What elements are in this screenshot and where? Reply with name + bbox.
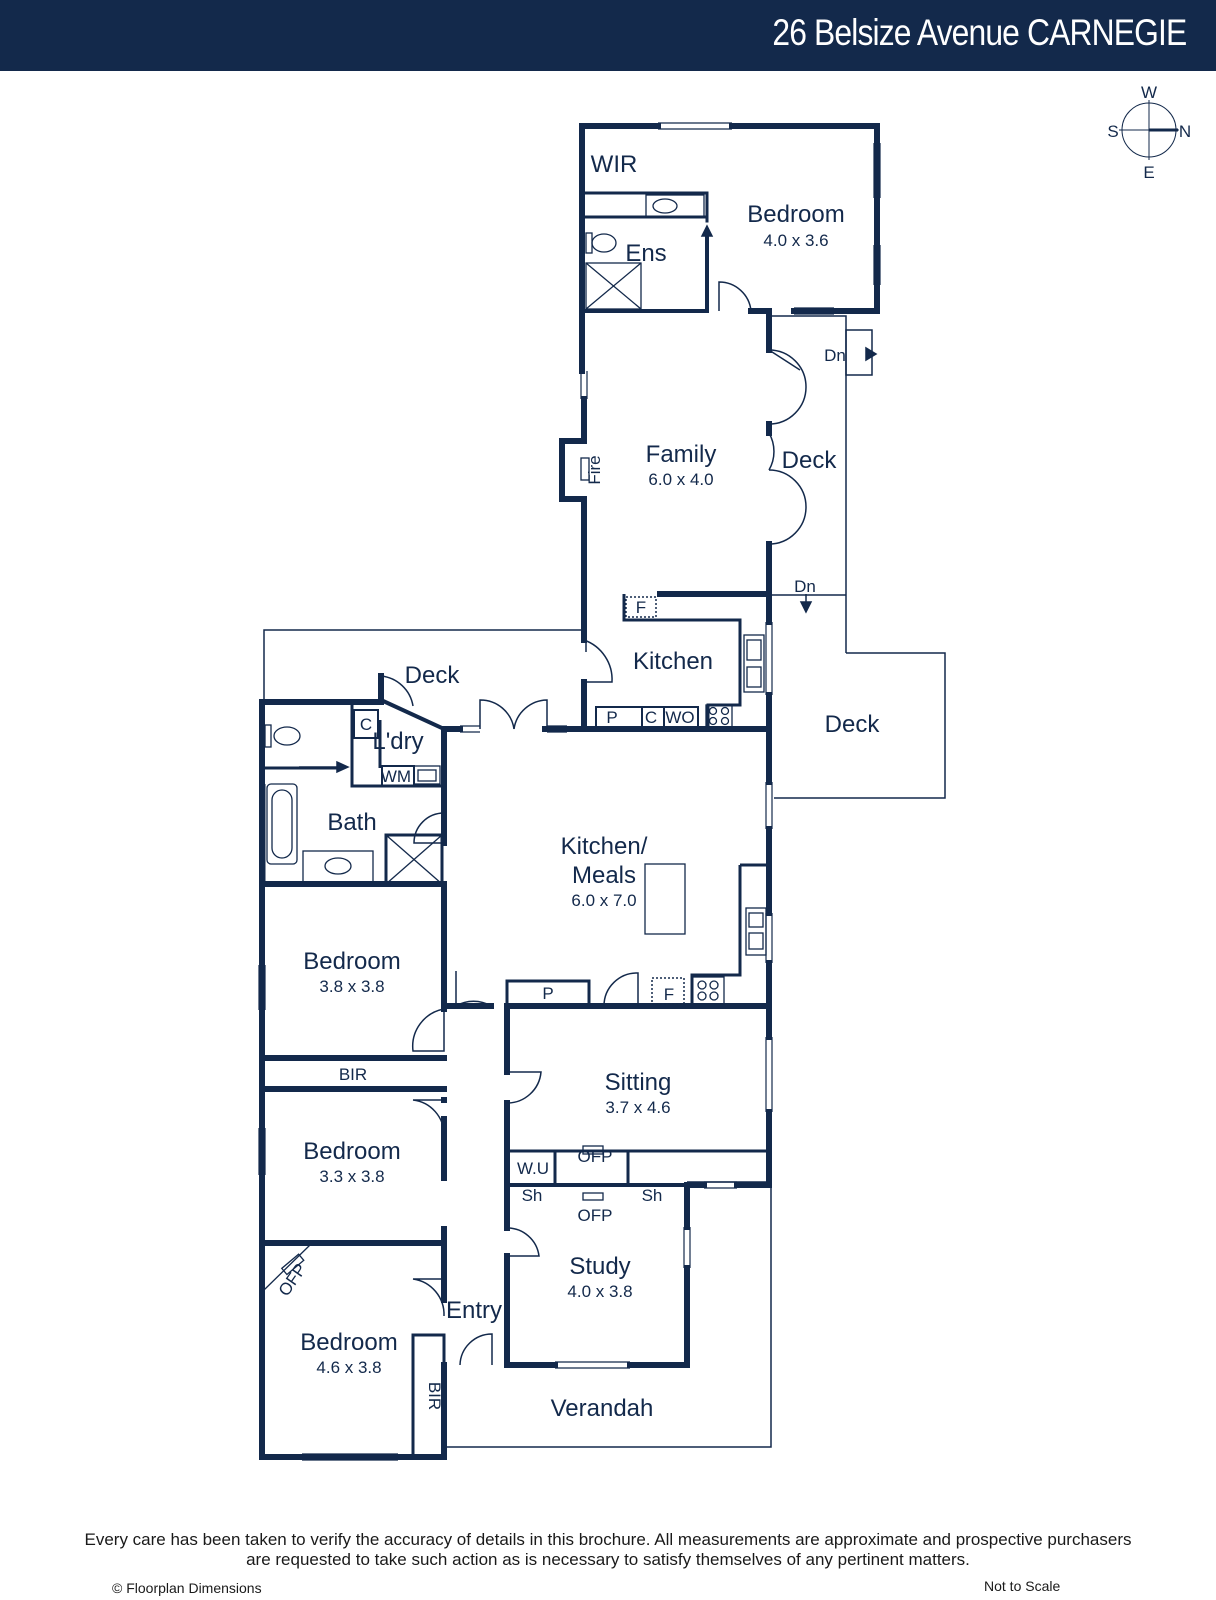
- disclaimer-line-1: Every care has been taken to verify the …: [84, 1530, 1132, 1549]
- label-pantry-kitchen: P: [606, 708, 617, 727]
- windows: [258, 122, 881, 1461]
- room-bedroom-3: Bedroom: [303, 1138, 400, 1165]
- compass-w: W: [1141, 83, 1157, 102]
- compass-e: E: [1143, 163, 1154, 182]
- dims-study: 4.0 x 3.8: [567, 1282, 632, 1301]
- disclaimer-line-2: are requested to take such action as is …: [246, 1550, 970, 1569]
- label-shelf-right: Sh: [642, 1186, 663, 1205]
- room-family: Family: [646, 441, 717, 468]
- room-laundry: L'dry: [372, 728, 423, 755]
- dims-bedroom-3: 3.3 x 3.8: [319, 1167, 384, 1186]
- label-fridge-kitchen: F: [636, 598, 646, 617]
- room-kitchen-meals-line2: Meals: [572, 862, 636, 889]
- room-kitchen: Kitchen: [633, 648, 713, 675]
- door-swings: [380, 281, 807, 1366]
- arrow-down-icon: [799, 601, 813, 614]
- room-deck-rear: Deck: [405, 662, 461, 689]
- label-bir-bedroom-4: BIR: [425, 1382, 444, 1410]
- dims-family: 6.0 x 4.0: [648, 470, 713, 489]
- label-wall-unit: W.U: [517, 1159, 549, 1178]
- compass-n: N: [1179, 122, 1191, 141]
- label-ofp-bedroom: OFP: [275, 1260, 311, 1300]
- property-address: 26 Belsize Avenue CARNEGIE: [772, 12, 1187, 53]
- dims-master-bedroom: 4.0 x 3.6: [763, 231, 828, 250]
- label-cupboard-laundry: C: [360, 715, 372, 734]
- compass-s: S: [1107, 122, 1118, 141]
- room-deck-east: Deck: [825, 711, 881, 738]
- dims-sitting: 3.7 x 4.6: [605, 1098, 670, 1117]
- label-ofp-sitting: OFP: [578, 1147, 613, 1166]
- room-ensuite: Ens: [625, 240, 666, 267]
- label-washing-machine: WM: [381, 767, 411, 786]
- room-bedroom-2: Bedroom: [303, 948, 400, 975]
- arrows: [299, 224, 878, 774]
- room-bath: Bath: [327, 809, 376, 836]
- copyright: © Floorplan Dimensions: [112, 1580, 262, 1596]
- label-bir-bedroom-2: BIR: [339, 1065, 367, 1084]
- fixtures: [263, 194, 767, 1291]
- dims-bedroom-2: 3.8 x 3.8: [319, 977, 384, 996]
- partitions: [262, 215, 769, 1459]
- disclaimer: Every care has been taken to verify the …: [40, 1530, 1176, 1570]
- room-entry: Entry: [446, 1297, 502, 1324]
- label-shelf-left: Sh: [522, 1186, 543, 1205]
- arrow-up-icon: [700, 224, 714, 237]
- dims-kitchen-meals: 6.0 x 7.0: [571, 891, 636, 910]
- scale-note: Not to Scale: [984, 1578, 1061, 1594]
- label-pantry-meals: P: [542, 984, 553, 1003]
- room-sitting: Sitting: [605, 1069, 672, 1096]
- label-ofp-study: OFP: [578, 1206, 613, 1225]
- room-wir: WIR: [591, 151, 638, 178]
- fridge-spaces: [625, 596, 685, 1005]
- cupboard-boxes: [353, 706, 699, 787]
- label-fridge-meals: F: [664, 985, 674, 1004]
- label-dn-mid: Dn: [794, 577, 816, 596]
- room-deck-side: Deck: [782, 447, 838, 474]
- room-master-bedroom: Bedroom: [747, 201, 844, 228]
- label-dn-top: Dn: [824, 346, 846, 365]
- arrow-right-icon: [865, 346, 878, 362]
- room-study: Study: [569, 1253, 630, 1280]
- header-bar: 26 Belsize Avenue CARNEGIE: [0, 0, 1216, 71]
- room-kitchen-meals-line1: Kitchen/: [561, 833, 648, 860]
- dims-bedroom-4: 4.6 x 3.8: [316, 1358, 381, 1377]
- room-verandah: Verandah: [551, 1395, 654, 1422]
- label-cupboard-kitchen: C: [645, 708, 657, 727]
- label-fire: Fire: [585, 455, 604, 484]
- room-bedroom-4: Bedroom: [300, 1329, 397, 1356]
- compass-icon: W S N E: [1107, 83, 1191, 182]
- label-wall-oven: WO: [665, 708, 694, 727]
- arrow-right-icon: [336, 760, 350, 774]
